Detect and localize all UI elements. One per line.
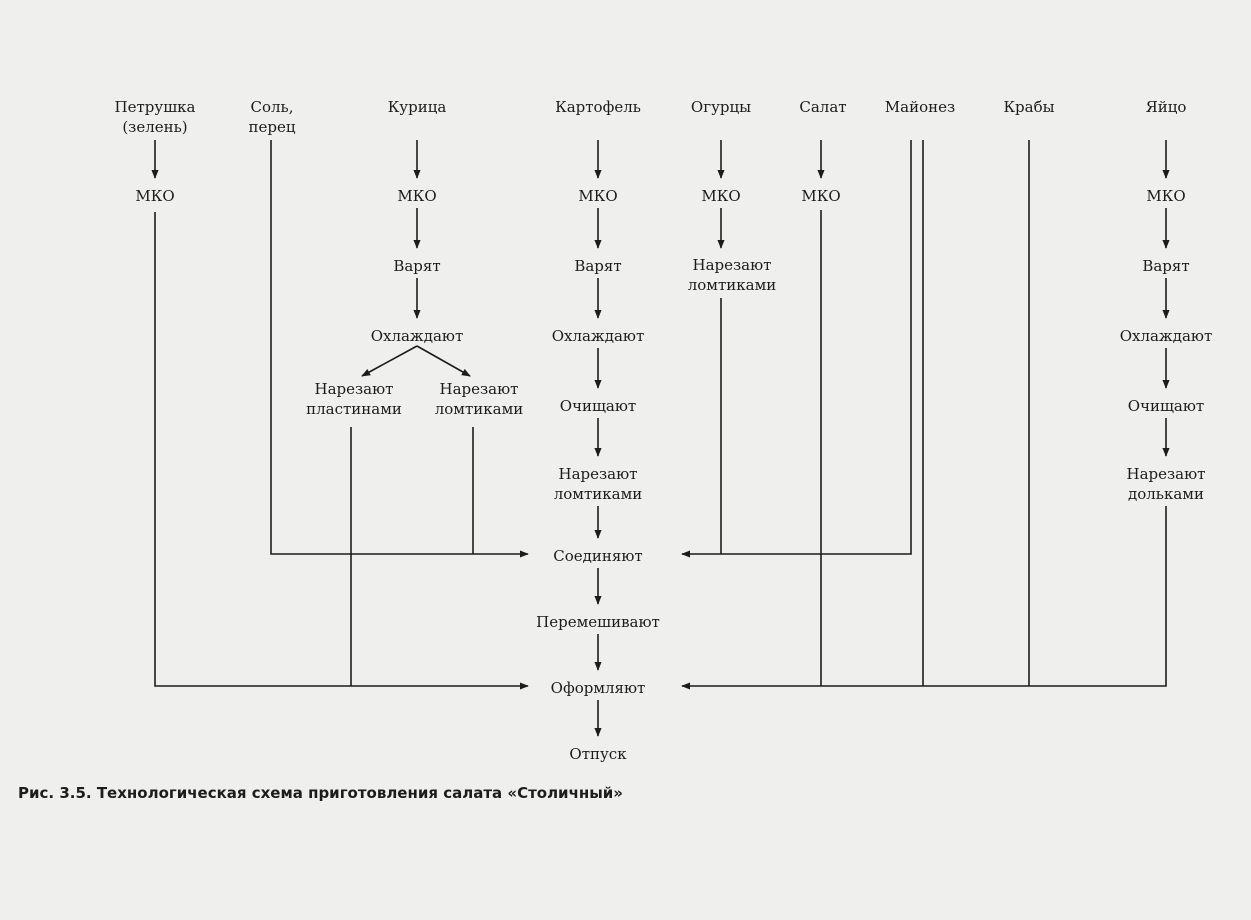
- node-label-line: МКО: [397, 187, 436, 205]
- step-chicken-boil: Варят: [393, 257, 440, 275]
- ingredient-cucumber: Огурцы: [691, 98, 751, 116]
- node-label-line: Очищают: [560, 397, 636, 415]
- node-label-line: Крабы: [1003, 98, 1054, 116]
- node-label-line: Картофель: [555, 98, 641, 116]
- step-combine: Соединяют: [553, 547, 642, 565]
- step-potato-cool: Охлаждают: [552, 327, 645, 345]
- ingredient-salt-pepper: Соль, перец: [249, 98, 296, 136]
- node-label-line: пластинами: [306, 400, 402, 418]
- node-label-line: Нарезают: [315, 380, 394, 398]
- node-label-line: (зелень): [122, 118, 187, 136]
- step-egg-boil: Варят: [1142, 257, 1189, 275]
- step-egg-slice: Нарезают дольками: [1127, 465, 1206, 503]
- edge-chicken-cool-to-strips: [416, 345, 471, 377]
- step-chicken-cool: Охлаждают: [371, 327, 464, 345]
- node-label-line: Петрушка: [115, 98, 196, 116]
- ingredient-parsley: Петрушка (зелень): [115, 98, 196, 136]
- step-cucumber-slice: Нарезают ломтиками: [688, 256, 777, 294]
- node-label-line: Нарезают: [1127, 465, 1206, 483]
- edge-right-to-combine: [681, 140, 912, 558]
- node-label-line: Варят: [574, 257, 621, 275]
- step-potato-peel: Очищают: [560, 397, 636, 415]
- node-label-line: МКО: [801, 187, 840, 205]
- node-label-line: Оформляют: [551, 679, 646, 697]
- step-cucumber-mko: МКО: [701, 187, 740, 205]
- ingredient-crab: Крабы: [1003, 98, 1054, 116]
- nodes: Петрушка (зелень) Соль, перец Курица Карто…: [115, 98, 1213, 763]
- step-chicken-slice-plates: Нарезают пластинами: [306, 380, 402, 418]
- node-label-line: МКО: [135, 187, 174, 205]
- node-label-line: перец: [249, 118, 296, 136]
- step-potato-slice: Нарезают ломтиками: [554, 465, 643, 503]
- step-egg-cool: Охлаждают: [1120, 327, 1213, 345]
- step-potato-mko: МКО: [578, 187, 617, 205]
- node-label-line: дольками: [1128, 485, 1204, 503]
- node-label-line: ломтиками: [435, 400, 524, 418]
- node-label-line: Соль,: [251, 98, 294, 116]
- edge-right-to-garnish: [681, 506, 1167, 690]
- figure-caption-text: Технологическая схема приготовления сала…: [96, 784, 623, 802]
- figure-caption-number: Рис. 3.5.: [18, 784, 92, 802]
- node-label-line: Нарезают: [693, 256, 772, 274]
- ingredient-potato: Картофель: [555, 98, 641, 116]
- ingredient-chicken: Курица: [388, 98, 447, 116]
- step-parsley-mko: МКО: [135, 187, 174, 205]
- edge-parsley-to-garnish: [154, 212, 529, 690]
- node-label-line: Майонез: [885, 98, 955, 116]
- node-label-line: ломтиками: [554, 485, 643, 503]
- node-label-line: Нарезают: [559, 465, 638, 483]
- step-egg-peel: Очищают: [1128, 397, 1204, 415]
- node-label-line: Курица: [388, 98, 447, 116]
- edge-chicken-cool-to-plates: [361, 345, 418, 377]
- node-label-line: Соединяют: [553, 547, 642, 565]
- node-label-line: Очищают: [1128, 397, 1204, 415]
- node-label-line: Охлаждают: [371, 327, 464, 345]
- step-garnish: Оформляют: [551, 679, 646, 697]
- node-label-line: МКО: [1146, 187, 1185, 205]
- node-label-line: Яйцо: [1146, 98, 1187, 116]
- node-label-line: Отпуск: [569, 745, 627, 763]
- node-label-line: Нарезают: [440, 380, 519, 398]
- node-label-line: МКО: [578, 187, 617, 205]
- step-potato-boil: Варят: [574, 257, 621, 275]
- ingredient-lettuce: Салат: [799, 98, 846, 116]
- node-label-line: Огурцы: [691, 98, 751, 116]
- node-label-line: МКО: [701, 187, 740, 205]
- step-chicken-mko: МКО: [397, 187, 436, 205]
- figure-caption: Рис. 3.5. Технологическая схема приготов…: [18, 784, 623, 802]
- node-label-line: ломтиками: [688, 276, 777, 294]
- step-egg-mko: МКО: [1146, 187, 1185, 205]
- node-label-line: Перемешивают: [536, 613, 660, 631]
- step-mix: Перемешивают: [536, 613, 660, 631]
- ingredient-mayonnaise: Майонез: [885, 98, 955, 116]
- step-serve: Отпуск: [569, 745, 627, 763]
- edge-salt-to-combine: [270, 140, 529, 558]
- step-lettuce-mko: МКО: [801, 187, 840, 205]
- edges: [151, 140, 1170, 737]
- step-chicken-slice-strips: Нарезают ломтиками: [435, 380, 524, 418]
- node-label-line: Охлаждают: [552, 327, 645, 345]
- ingredient-egg: Яйцо: [1146, 98, 1187, 116]
- node-label-line: Салат: [799, 98, 846, 116]
- node-label-line: Варят: [1142, 257, 1189, 275]
- node-label-line: Варят: [393, 257, 440, 275]
- node-label-line: Охлаждают: [1120, 327, 1213, 345]
